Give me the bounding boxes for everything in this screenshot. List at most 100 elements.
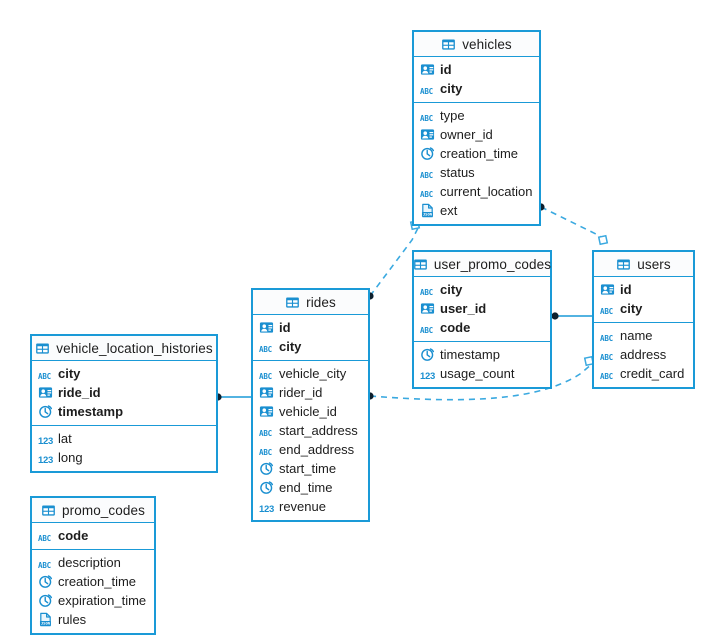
relationship-endpoint-square <box>597 234 609 246</box>
column-row[interactable]: ABC city <box>414 280 550 299</box>
relationship-rides-users[interactable] <box>366 355 595 401</box>
table-icon <box>413 257 428 272</box>
column-name: rules <box>58 612 87 627</box>
number-icon: 123 <box>420 371 435 382</box>
clock-icon <box>259 480 274 495</box>
clock-icon <box>420 347 435 362</box>
table-header[interactable]: user_promo_codes <box>413 252 551 277</box>
column-row[interactable]: start_time <box>253 459 368 478</box>
column-name: city <box>440 282 463 297</box>
column-name: vehicle_city <box>279 366 347 381</box>
column-row[interactable]: creation_time <box>414 144 539 163</box>
column-row[interactable]: id <box>414 60 539 79</box>
column-row[interactable]: ABC credit_card <box>594 364 693 383</box>
abc-icon: ABC <box>259 448 272 457</box>
column-name: start_time <box>279 461 337 476</box>
column-row[interactable]: ABC name <box>594 326 693 345</box>
column-row[interactable]: user_id <box>414 299 550 318</box>
column-name: revenue <box>279 499 326 514</box>
column-row[interactable]: owner_id <box>414 125 539 144</box>
column-name: timestamp <box>440 347 500 362</box>
column-name: id <box>620 282 632 297</box>
id-card-icon <box>420 301 435 316</box>
id-card-icon <box>600 282 615 297</box>
column-name: vehicle_id <box>279 404 337 419</box>
column-row[interactable]: rider_id <box>253 383 368 402</box>
column-name: id <box>440 62 452 77</box>
column-row[interactable]: timestamp <box>414 345 550 364</box>
column-row[interactable]: 123 revenue <box>253 497 368 516</box>
column-name: end_time <box>279 480 333 495</box>
column-name: usage_count <box>440 366 515 381</box>
column-row[interactable]: end_time <box>253 478 368 497</box>
abc-icon: ABC <box>259 429 272 438</box>
svg-text:JSON: JSON <box>423 212 433 217</box>
table-header[interactable]: rides <box>253 290 368 315</box>
abc-icon: ABC <box>420 288 433 297</box>
id-card-icon <box>259 320 274 335</box>
clock-icon <box>38 574 53 589</box>
table-title: vehicle_location_histories <box>56 340 213 356</box>
abc-icon: ABC <box>600 372 613 381</box>
column-name: credit_card <box>620 366 685 381</box>
number-icon: 123 <box>259 504 274 515</box>
column-row[interactable]: creation_time <box>32 572 154 591</box>
column-name: name <box>620 328 653 343</box>
column-row[interactable]: timestamp <box>32 402 216 421</box>
relationship-userpromocodes-users[interactable] <box>551 312 592 320</box>
column-row[interactable]: expiration_time <box>32 591 154 610</box>
column-row[interactable]: vehicle_id <box>253 402 368 421</box>
columns-section: timestamp 123 usage_count <box>414 342 550 387</box>
abc-icon: ABC <box>38 561 51 570</box>
column-name: creation_time <box>440 146 519 161</box>
table-header[interactable]: vehicles <box>414 32 539 57</box>
relationship-vehicles-users[interactable] <box>537 203 609 246</box>
column-name: timestamp <box>58 404 124 419</box>
column-row[interactable]: id <box>594 280 693 299</box>
column-row[interactable]: id <box>253 318 368 337</box>
relationship-vehiclelocationhistories-rides[interactable] <box>214 393 251 401</box>
column-row[interactable]: 123 usage_count <box>414 364 550 383</box>
number-icon: 123 <box>38 455 53 466</box>
json-icon: JSON <box>420 203 435 218</box>
column-name: ext <box>440 203 458 218</box>
column-name: ride_id <box>58 385 101 400</box>
column-row[interactable]: JSON ext <box>414 201 539 220</box>
table-header[interactable]: users <box>594 252 693 277</box>
table-header[interactable]: vehicle_location_histories <box>32 336 216 361</box>
abc-icon: ABC <box>420 190 433 199</box>
id-card-icon <box>420 127 435 142</box>
column-row[interactable]: ride_id <box>32 383 216 402</box>
table-header[interactable]: promo_codes <box>32 498 154 523</box>
abc-icon: ABC <box>420 171 433 180</box>
abc-icon: ABC <box>600 334 613 343</box>
